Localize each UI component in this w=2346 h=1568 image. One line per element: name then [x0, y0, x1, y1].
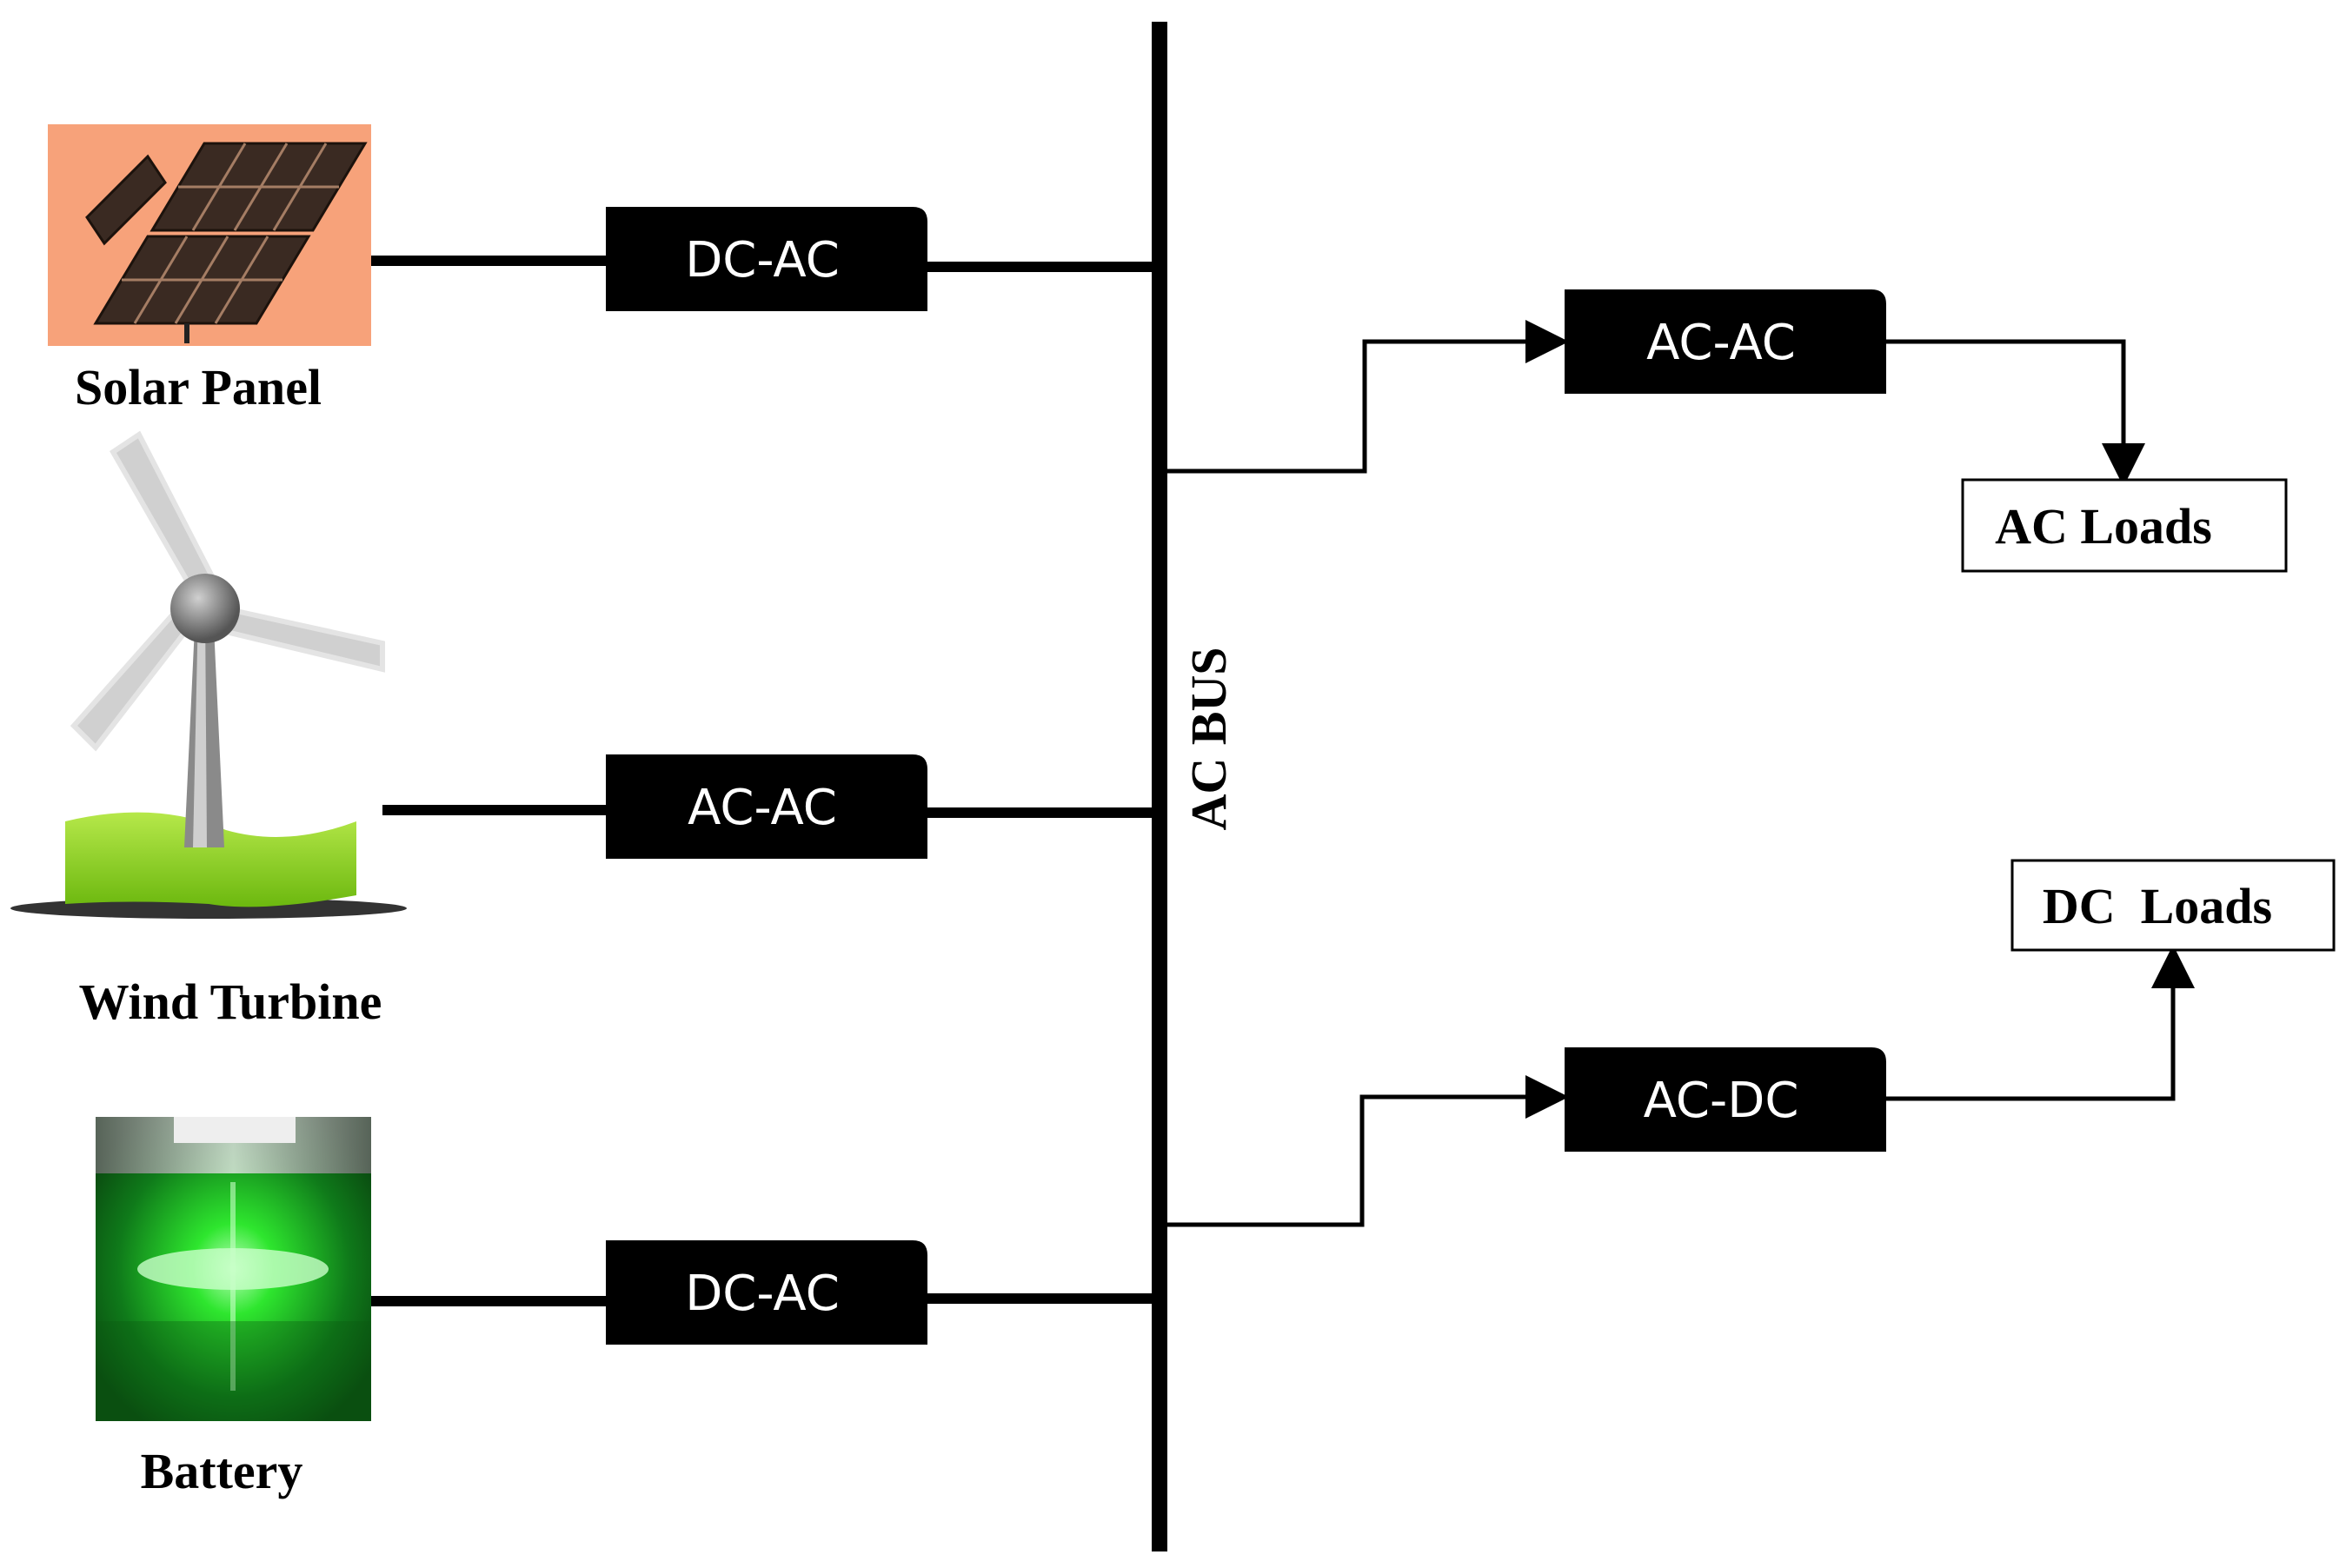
bus-to-dc-converter-arrow [1167, 1075, 1569, 1227]
dc-loads-box: DC Loads [2010, 859, 2336, 952]
battery-converter-label: DC-AC [685, 1266, 840, 1322]
dc-load-converter-label: AC-DC [1644, 1073, 1799, 1129]
dc-converter-to-loads-arrow [1886, 945, 2195, 1101]
bus-to-ac-converter-arrow [1167, 320, 1569, 474]
solar-panel-label: Solar Panel [75, 359, 322, 415]
solar-converter-box: DC-AC [606, 207, 927, 311]
ac-converter-to-loads-arrow [1886, 339, 2145, 487]
ac-bus-label: AC BUS [1180, 647, 1237, 830]
wind-converter-label: AC-AC [688, 780, 837, 836]
wind-converter-box: AC-AC [606, 754, 927, 859]
battery-icon [96, 1117, 371, 1421]
battery-label: Battery [141, 1443, 303, 1499]
battery-converter-box: DC-AC [606, 1240, 927, 1345]
solar-panel-icon [48, 124, 371, 346]
ac-loads-box: AC Loads [1961, 478, 2288, 573]
dc-load-converter-box: AC-DC [1565, 1047, 1886, 1152]
ac-loads-label: AC Loads [1995, 498, 2212, 555]
wind-turbine-label: Wind Turbine [79, 973, 382, 1030]
ac-load-converter-label: AC-AC [1646, 315, 1796, 371]
dc-loads-label: DC Loads [2043, 878, 2272, 934]
ac-load-converter-box: AC-AC [1565, 289, 1886, 394]
wind-turbine-icon [10, 430, 407, 919]
solar-converter-label: DC-AC [685, 232, 840, 289]
